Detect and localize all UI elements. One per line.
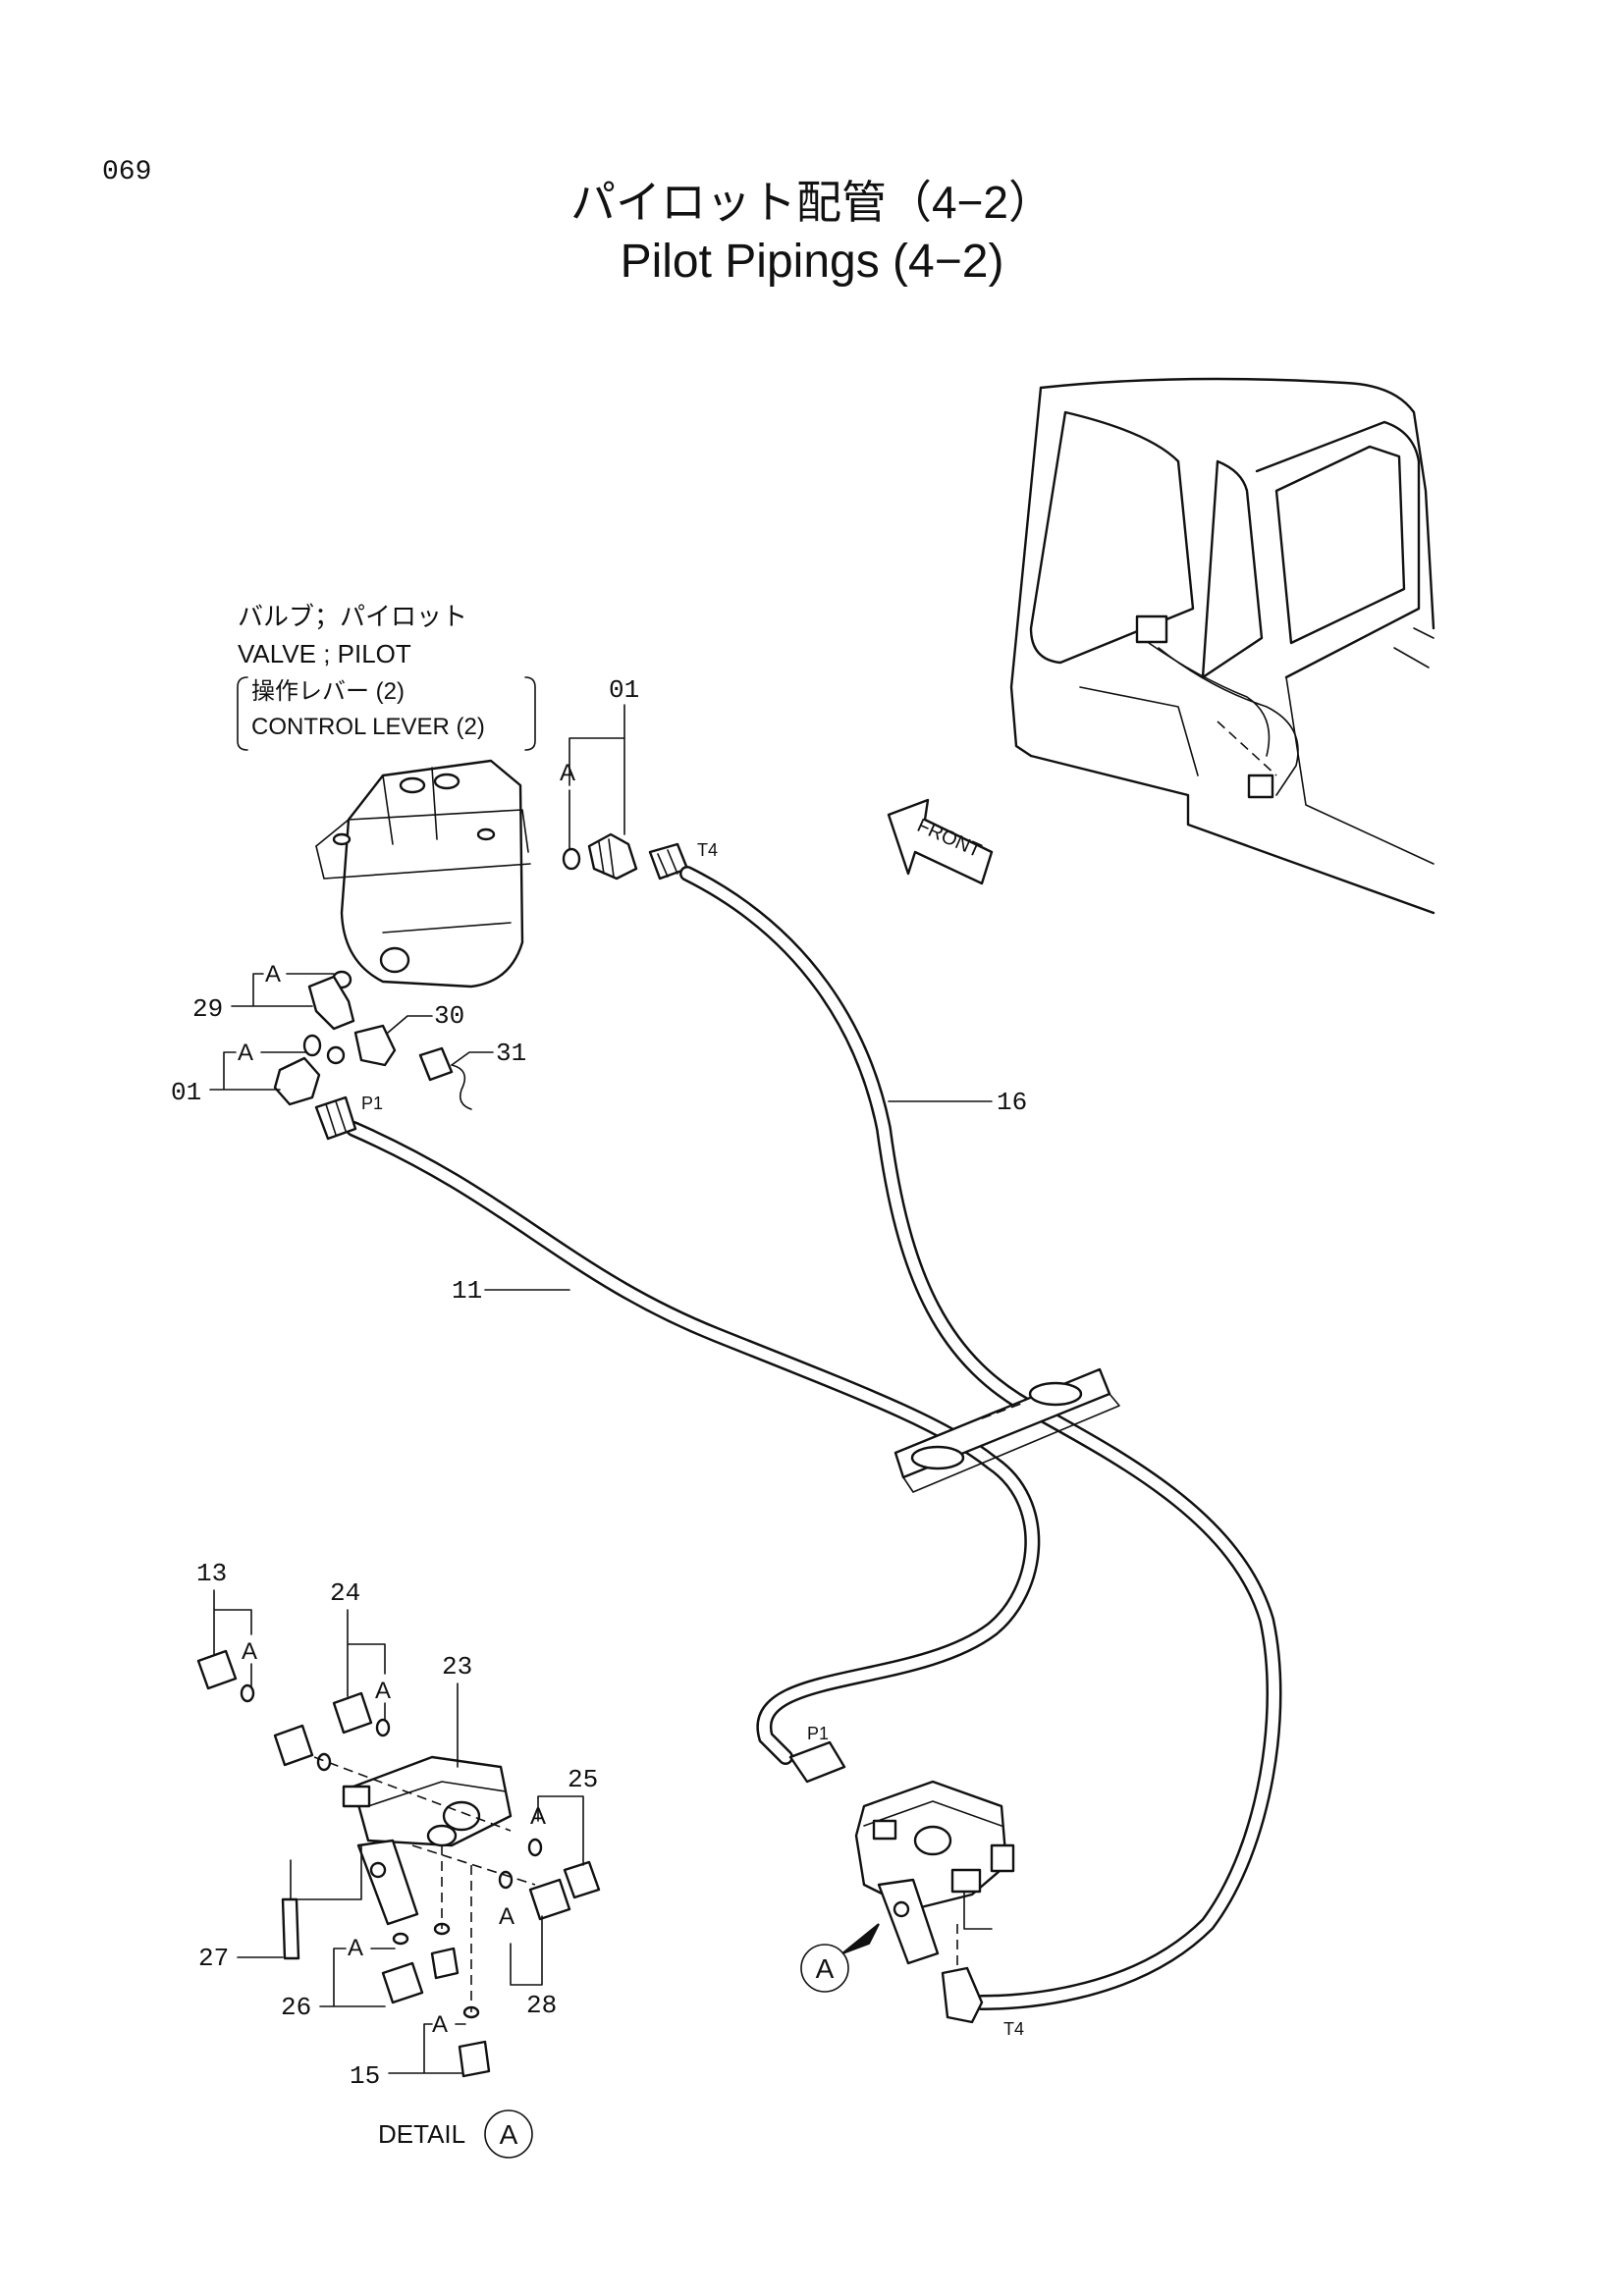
a-mark-6: A xyxy=(530,1803,546,1830)
fitting-01-left xyxy=(273,1034,322,1106)
detail-marker-pointer: A xyxy=(800,1923,880,1993)
control-lever-jp: 操作レバー (2) xyxy=(251,678,405,705)
callout-28: 28 xyxy=(526,1991,557,2020)
callout-15: 15 xyxy=(350,2061,380,2091)
fitting-01-top xyxy=(562,832,638,881)
fitting-30 xyxy=(326,1024,397,1067)
a-mark-9: A xyxy=(432,2011,448,2038)
detail-a-caption: DETAIL A xyxy=(378,2109,533,2159)
callout-23: 23 xyxy=(442,1652,472,1682)
a-mark-4: A xyxy=(242,1638,257,1665)
callout-29: 29 xyxy=(192,994,223,1024)
callout-31: 31 xyxy=(496,1039,526,1068)
pilot-valve xyxy=(315,759,531,988)
hose-clamp-plate xyxy=(893,1367,1120,1493)
a-mark-7: A xyxy=(348,1935,363,1961)
detail-marker-letter: A xyxy=(816,1953,835,1984)
page-number: 069 xyxy=(102,157,151,187)
callout-24: 24 xyxy=(330,1578,360,1608)
callout-13: 13 xyxy=(196,1559,227,1588)
valve-label: バルブ；パイロット VALVE ; PILOT 操作レバー (2) CONTRO… xyxy=(237,602,536,751)
detail-caption-letter: A xyxy=(500,2119,518,2150)
callout-01-top: 01 xyxy=(609,675,639,705)
callout-30: 30 xyxy=(434,1001,464,1031)
fitting-31 xyxy=(418,1046,472,1110)
valve-label-jp: バルブ；パイロット xyxy=(238,602,467,631)
a-mark-5: A xyxy=(375,1678,391,1704)
a-mark-8: A xyxy=(499,1903,514,1930)
front-label: FRONT xyxy=(914,815,985,862)
detail-label: DETAIL xyxy=(378,2119,465,2149)
cab-outline xyxy=(1009,377,1435,915)
callout-27: 27 xyxy=(198,1944,229,1973)
callout-11: 11 xyxy=(452,1276,482,1306)
a-mark-1: A xyxy=(560,760,575,786)
control-lever-en: CONTROL LEVER (2) xyxy=(251,714,485,740)
title-english: Pilot Pipings (4−2) xyxy=(621,236,1004,288)
hose-11-top-fitting xyxy=(314,1095,357,1141)
detail-a-exploded-view xyxy=(196,1649,601,2078)
a-mark-3: A xyxy=(238,1040,253,1066)
callout-26: 26 xyxy=(281,1993,311,2022)
callout-01-left: 01 xyxy=(171,1078,201,1107)
callout-25: 25 xyxy=(568,1765,598,1794)
title-japanese: パイロット配管（4−2） xyxy=(570,177,1054,228)
port-t4-bottom: T4 xyxy=(1003,2019,1024,2039)
port-p1-bottom: P1 xyxy=(807,1724,829,1743)
front-arrow-icon: FRONT xyxy=(887,798,994,885)
callout-16: 16 xyxy=(997,1088,1027,1117)
valve-label-en: VALVE ; PILOT xyxy=(238,639,411,668)
lower-pilot-valve xyxy=(788,1740,1015,1965)
fitting-29 xyxy=(307,970,355,1031)
a-mark-2: A xyxy=(265,961,281,988)
port-p1-top: P1 xyxy=(361,1094,383,1113)
port-t4-top: T4 xyxy=(697,840,718,860)
bottom-t4-fitting xyxy=(941,1924,984,2024)
